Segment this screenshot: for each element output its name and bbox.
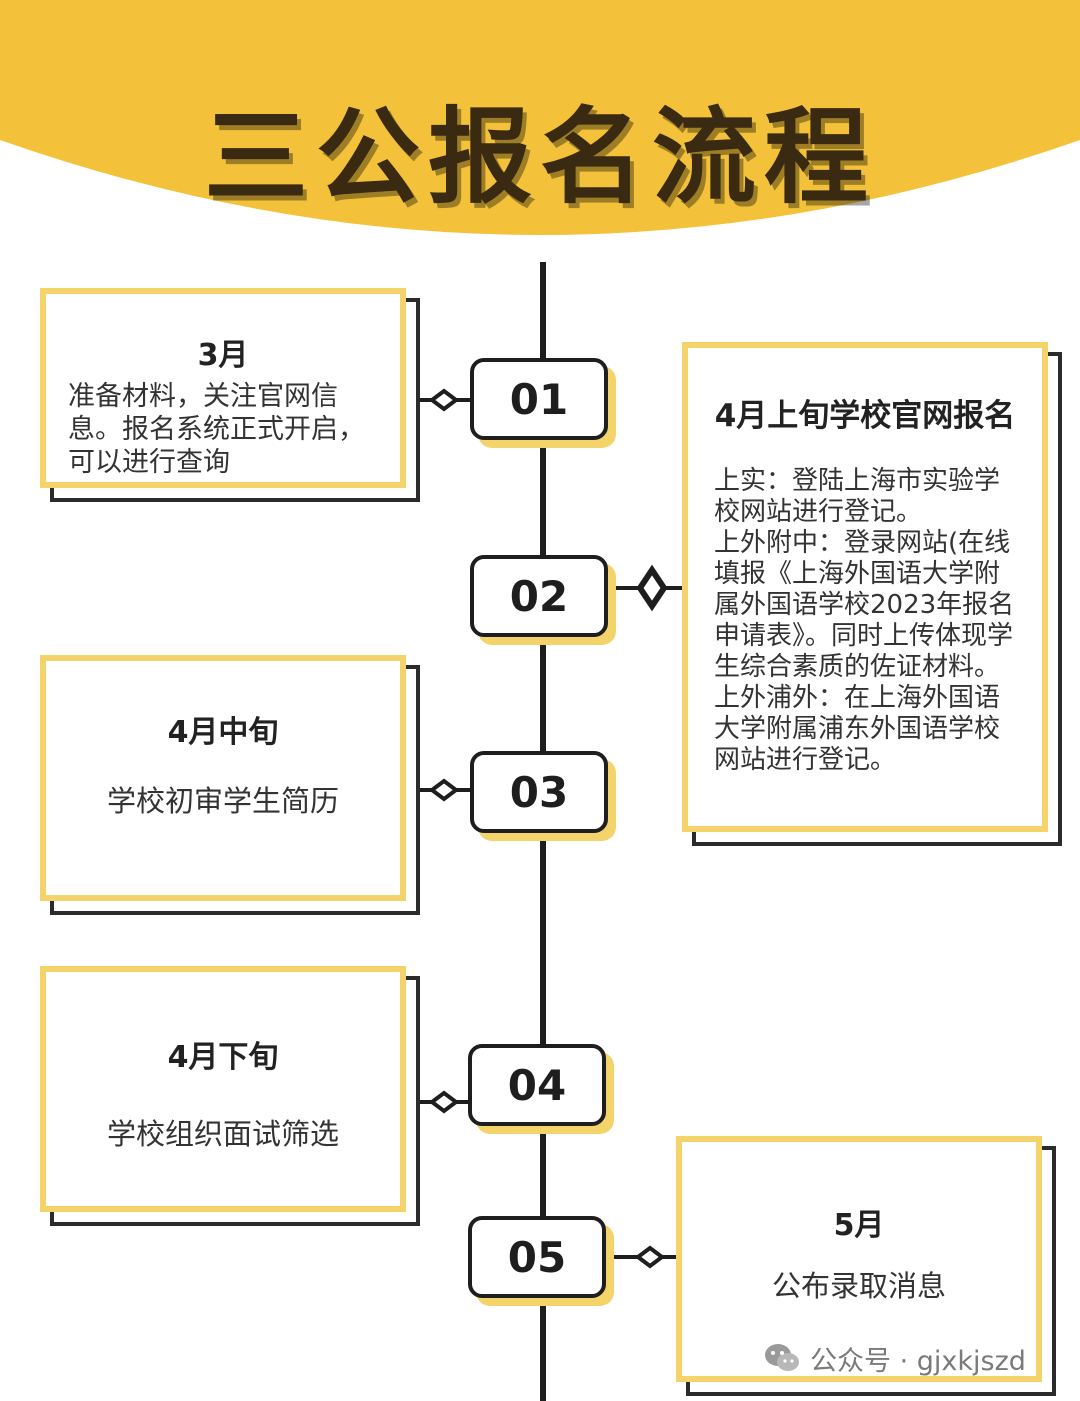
step-title-03: 4月中旬 (167, 715, 279, 750)
detail-shangwaifuzhong: 上外附中：登录网站(在线填报《上海外国语大学附属外国语学校2023年报名申请表》… (714, 528, 1015, 682)
step-node-01: 01 (470, 358, 608, 440)
step-body-04: 学校组织面试筛选 (106, 1117, 339, 1151)
step-card-01: 3月 准备材料，关注官网信息。报名系统正式开启，可以进行查询 (40, 288, 406, 488)
header-background (0, 0, 1080, 235)
wechat-icon (765, 1344, 799, 1371)
step-title-04: 4月下旬 (167, 1040, 279, 1075)
step-node-05: 05 (468, 1216, 606, 1298)
page-title: 三公报名流程 (203, 96, 876, 218)
connector-03 (418, 778, 470, 802)
connector-04 (418, 1090, 470, 1114)
watermark-text: 公众号 · gjxkjszd (810, 1345, 1026, 1377)
step-card-04: 4月下旬 学校组织面试筛选 (40, 966, 406, 1212)
step-node-02: 02 (470, 555, 608, 637)
connector-01 (418, 388, 470, 412)
step-card-03: 4月中旬 学校初审学生简历 (40, 655, 406, 901)
step-title-05: 5月 (833, 1208, 885, 1243)
detail-shangshi: 上实：登陆上海市实验学校网站进行登记。 (714, 466, 1001, 527)
watermark: 公众号 · gjxkjszd (762, 1338, 1026, 1378)
step-body-03: 学校初审学生简历 (106, 784, 339, 818)
step-card-02: 4月上旬学校官网报名 上实：登陆上海市实验学校网站进行登记。 上外附中：登录网站… (682, 342, 1048, 832)
step-card-05: 5月 公布录取消息 (676, 1136, 1042, 1382)
step-body-01: 准备材料，关注官网信息。报名系统正式开启，可以进行查询 (68, 381, 365, 478)
step-node-03: 03 (470, 751, 608, 833)
step-title-01: 3月 (197, 338, 249, 373)
detail-shangwaipuwai: 上外浦外：在上海外国语大学附属浦东外国语学校网站进行登记。 (714, 683, 1001, 775)
connector-05 (610, 1245, 676, 1269)
step-node-04: 04 (468, 1044, 606, 1126)
step-body-05: 公布录取消息 (771, 1269, 946, 1303)
step-title-02: 4月上旬学校官网报名 (714, 398, 1016, 434)
step-details-02: 上实：登陆上海市实验学校网站进行登记。 上外附中：登录网站(在线填报《上海外国语… (714, 466, 1016, 776)
connector-02 (610, 564, 682, 612)
